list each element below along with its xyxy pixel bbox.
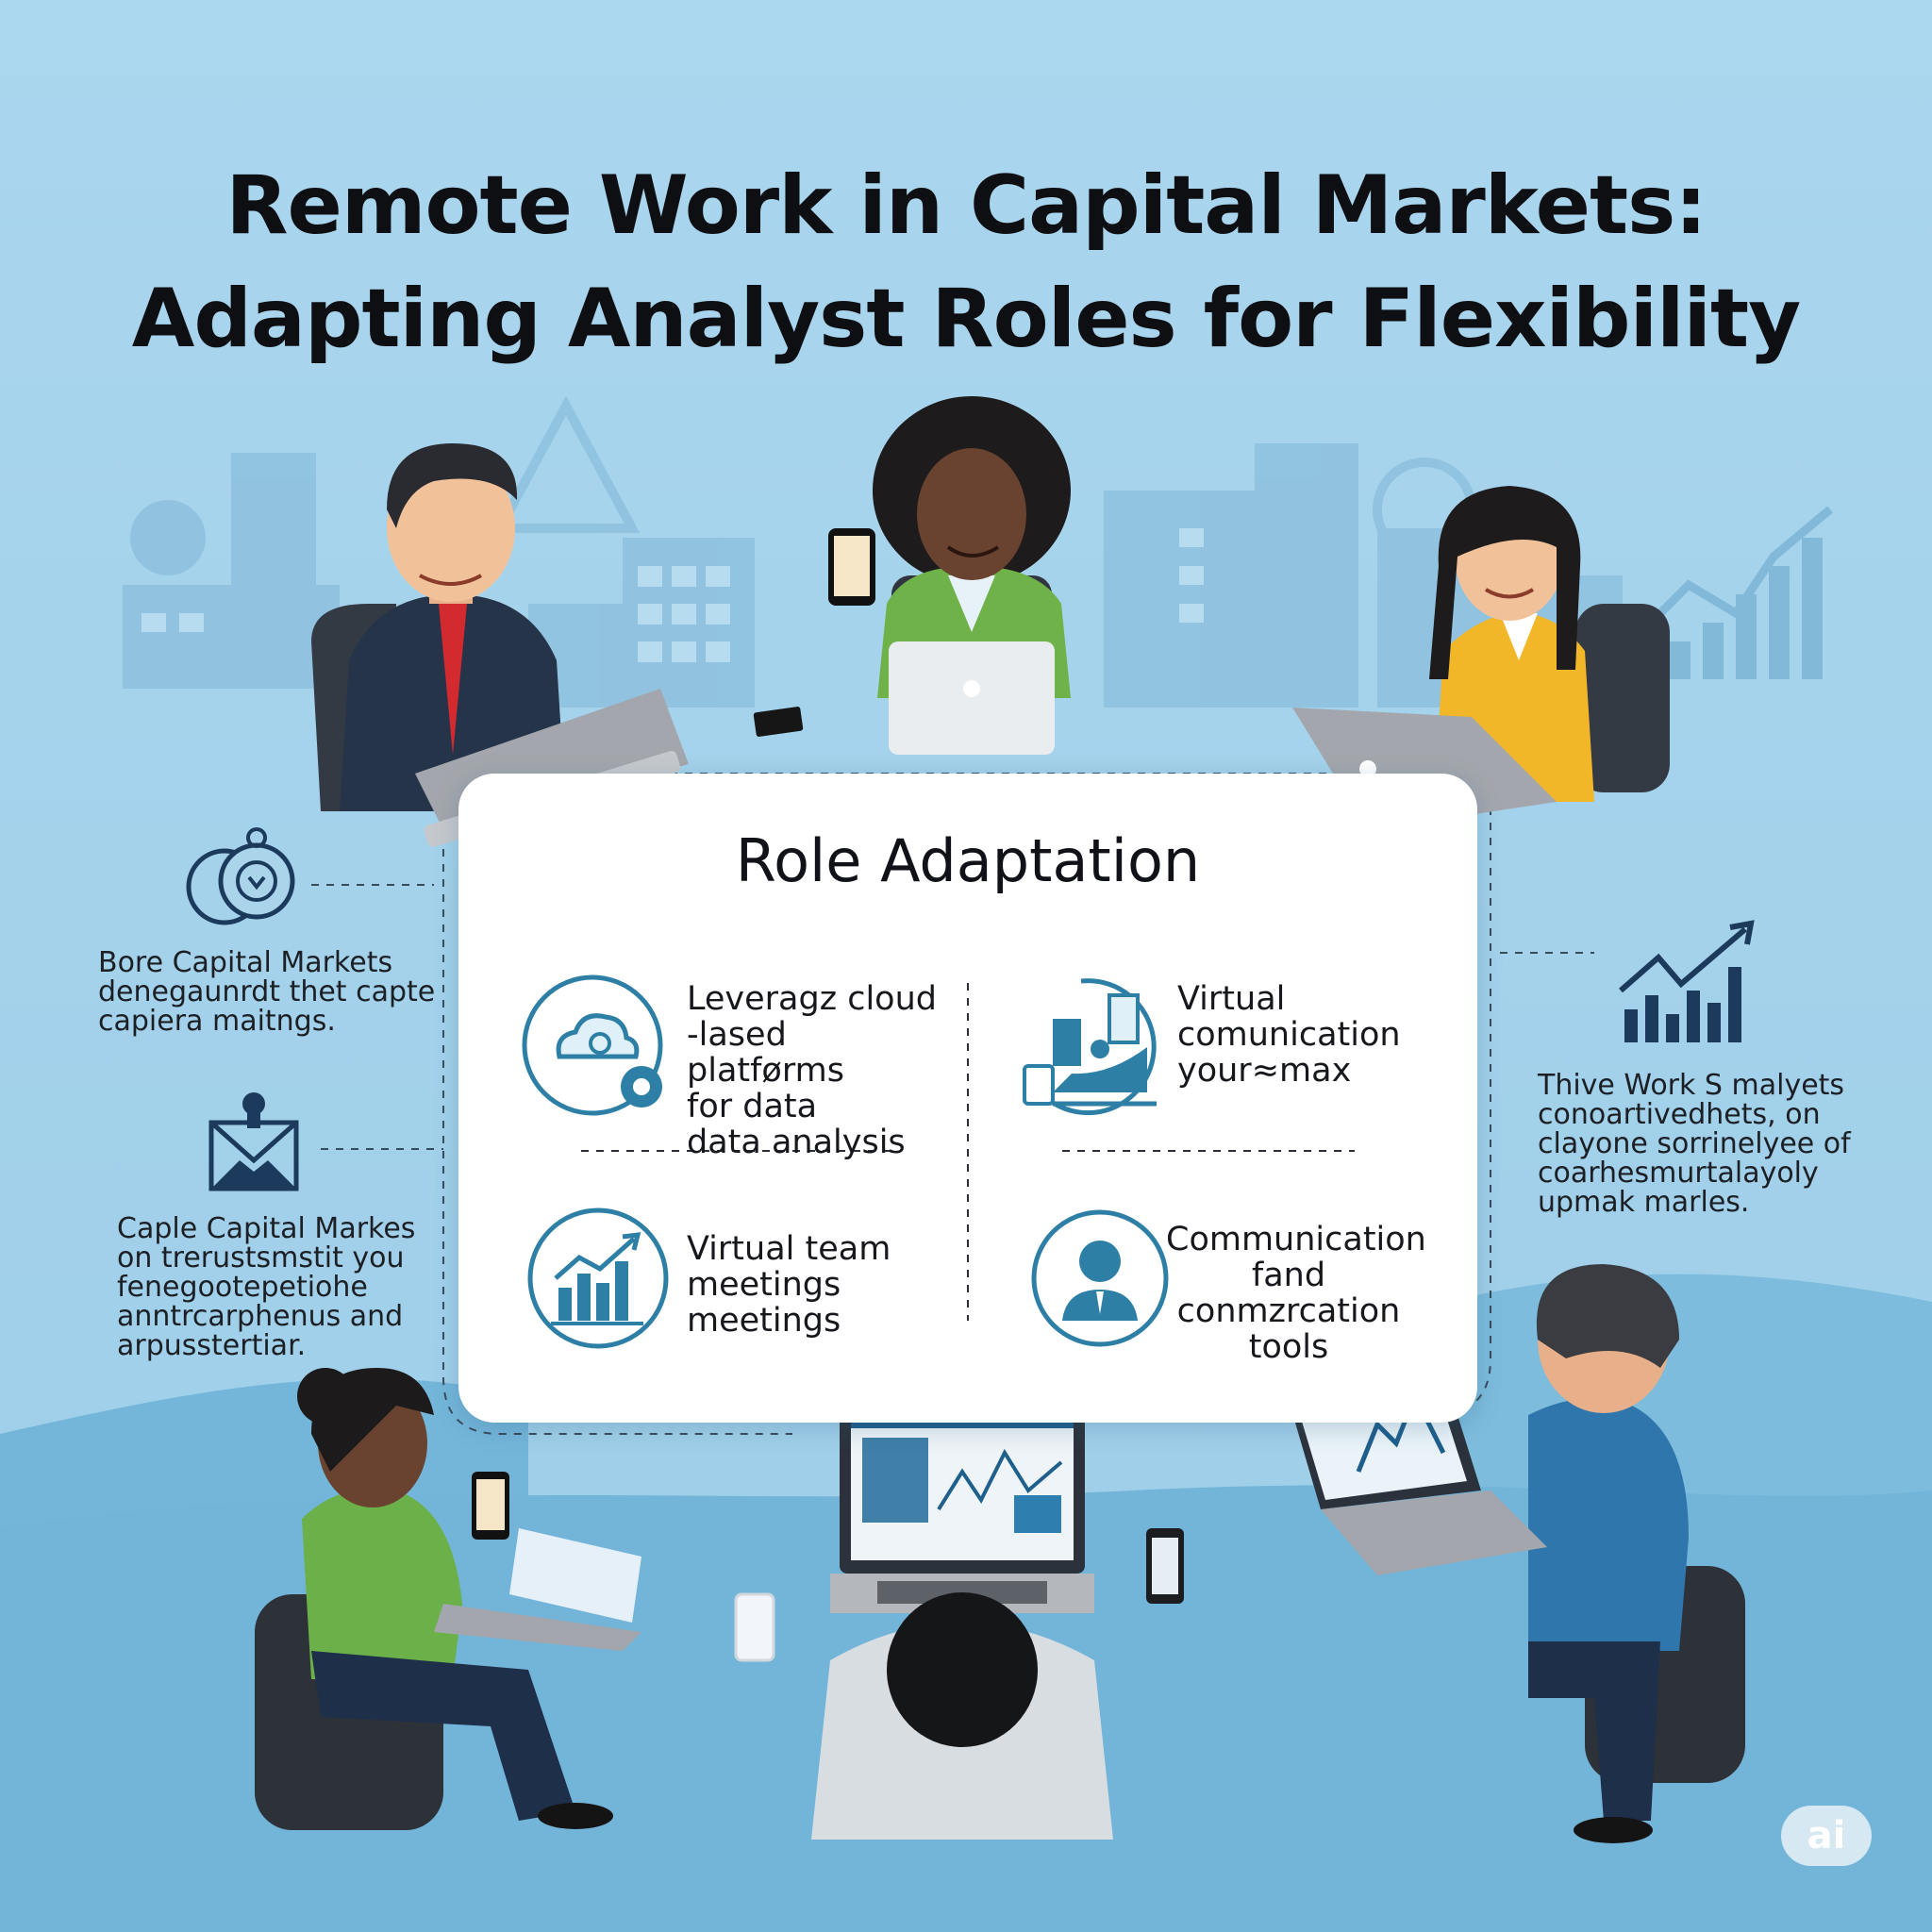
left-note-2: Caple Capital Markes on trerustsmstit yo…: [117, 1212, 416, 1362]
person-icon: [1031, 1209, 1169, 1347]
role-item-communication-tools: Communication fand conmzrcation tools: [1024, 1203, 1458, 1382]
panel-dividers: [581, 983, 1355, 1321]
ai-badge: ai: [1781, 1806, 1872, 1866]
page-title-line-2: Adapting Analyst Roles for Flexibility: [131, 272, 1801, 366]
skyline-growth-chart: [1628, 506, 1833, 679]
envelope-icon: [208, 1092, 299, 1191]
panel-heading: Role Adaptation: [735, 826, 1201, 895]
analyst-woman-green: [255, 1368, 641, 1830]
coins-icon: [186, 827, 295, 925]
cloud-icon: [522, 974, 663, 1116]
video-conference-icon: [1023, 978, 1157, 1116]
role-item-virtual-team-meetings: Virtual team meetings meetings: [523, 1203, 957, 1363]
role-item-communication-tools-label: Communication fand conmzrcation tools: [1166, 1221, 1426, 1366]
skyline-windows: [142, 528, 1204, 662]
role-item-virtual-communication-label: Virtual comunication your≈max: [1177, 980, 1401, 1090]
role-item-cloud: Leveragz cloud -lased platførms for data…: [517, 962, 951, 1160]
role-adaptation-panel: Role Adaptation Leveragz cloud -lased pl…: [458, 774, 1477, 1423]
role-item-virtual-communication: Virtual comunication your≈max: [1015, 962, 1458, 1132]
analyst-woman-phone: [753, 396, 1071, 755]
right-note: Thive Work S malyets conoartivedhets, on…: [1538, 1069, 1851, 1219]
analyst-back-view: [734, 1404, 1184, 1840]
role-item-virtual-team-meetings-label: Virtual team meetings meetings: [687, 1230, 891, 1340]
chart-growth-icon: [527, 1208, 669, 1349]
page-title-line-1: Remote Work in Capital Markets:: [225, 158, 1707, 253]
left-note-1: Bore Capital Markets denegaunrdt thet ca…: [98, 946, 436, 1038]
bar-chart-icon: [1619, 920, 1755, 1042]
role-item-cloud-label: Leveragz cloud -lased platførms for data…: [687, 980, 937, 1161]
